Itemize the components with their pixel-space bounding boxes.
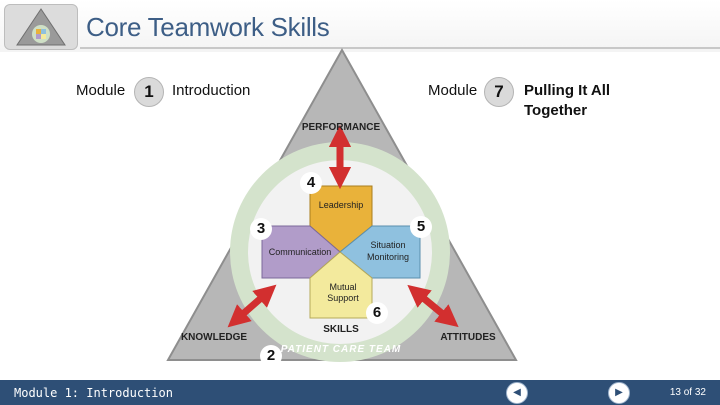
- arrow-knowledge: [227, 284, 277, 328]
- module-badge-3[interactable]: 3: [250, 218, 272, 240]
- teamstepps-logo: [4, 4, 78, 50]
- module-right-title-line1: Pulling It All: [524, 82, 611, 99]
- header-bar: Core Teamwork Skills: [0, 0, 720, 52]
- module-right-number[interactable]: 7: [484, 77, 514, 107]
- module-right-title: Pulling It All Together: [524, 81, 610, 121]
- module-left-number[interactable]: 1: [134, 77, 164, 107]
- performance-label: PERFORMANCE: [302, 122, 381, 133]
- prev-slide-button[interactable]: ◀: [506, 382, 528, 404]
- page-number: 13 of 32: [669, 387, 706, 398]
- leadership-label: Leadership: [319, 200, 364, 210]
- situation-label-1: Situation: [370, 240, 405, 250]
- patient-care-team-label: PATIENT CARE TEAM: [281, 344, 402, 355]
- module-left-prefix: Module: [76, 82, 126, 99]
- mutual-label-2: Support: [327, 293, 359, 303]
- mutual-support-shape: [309, 251, 373, 319]
- situation-label-2: Monitoring: [367, 252, 409, 262]
- arrow-attitudes: [407, 284, 459, 328]
- module-right-prefix: Module: [428, 82, 478, 99]
- module-badge-5[interactable]: 5: [410, 216, 432, 238]
- back-arrow-icon: ◀: [513, 387, 521, 398]
- module-left-title: Introduction: [172, 82, 251, 99]
- module-right-title-line2: Together: [524, 102, 588, 119]
- module-badge-6[interactable]: 6: [366, 302, 388, 324]
- play-arrow-icon: ▶: [615, 387, 623, 398]
- next-slide-button[interactable]: ▶: [608, 382, 630, 404]
- skills-label: SKILLS: [323, 324, 359, 335]
- module-badge-4[interactable]: 4: [300, 172, 322, 194]
- header-divider: [80, 47, 720, 49]
- footer-bar: Module 1: Introduction ◀ ▶ 13 of 32: [0, 380, 720, 405]
- page-title: Core Teamwork Skills: [86, 12, 330, 42]
- module-badge-2[interactable]: 2: [260, 345, 282, 367]
- logo-triangle-icon: [16, 8, 66, 46]
- footer-module-text: Module 1: Introduction: [14, 386, 173, 400]
- knowledge-label: KNOWLEDGE: [181, 332, 247, 343]
- attitudes-label: ATTITUDES: [440, 332, 496, 343]
- communication-label: Communication: [269, 247, 332, 257]
- mutual-label-1: Mutual: [329, 282, 356, 292]
